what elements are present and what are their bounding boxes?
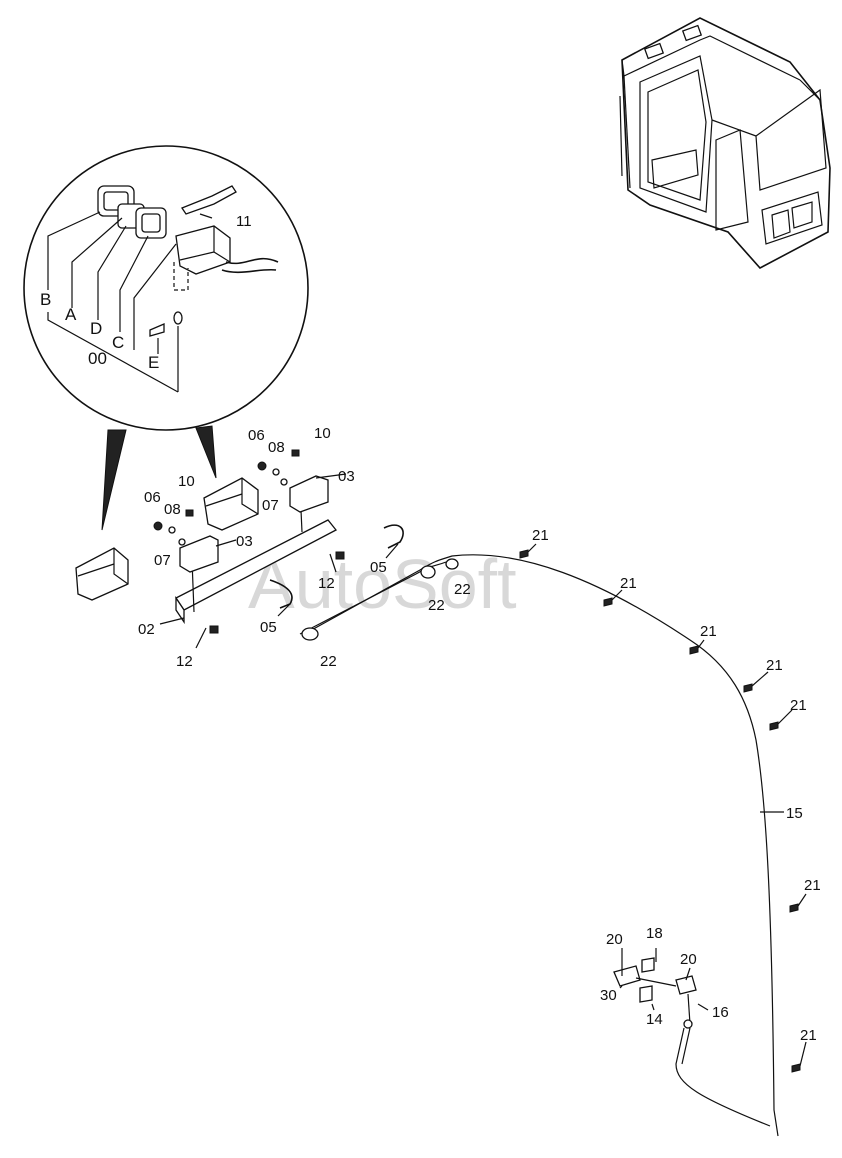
callout-22-b: 22	[454, 581, 471, 598]
callout-12-left: 12	[176, 653, 193, 670]
label-c: C	[112, 333, 124, 352]
callout-10-upper: 10	[314, 425, 331, 442]
label-a: A	[65, 305, 77, 324]
callout-16: 16	[712, 1004, 729, 1021]
callout-14: 14	[646, 1011, 663, 1028]
callout-21-a: 21	[532, 527, 549, 544]
harness-cable	[299, 543, 807, 1137]
callout-08-upper: 08	[268, 439, 285, 456]
callout-21-d: 21	[766, 657, 783, 674]
label-d: D	[90, 319, 102, 338]
callout-06-upper: 06	[248, 427, 265, 444]
callout-18: 18	[646, 925, 663, 942]
callout-10-lower: 10	[178, 473, 195, 490]
label-e: E	[148, 353, 159, 372]
callout-12-right: 12	[318, 575, 335, 592]
callout-21-g: 21	[800, 1027, 817, 1044]
callout-20-left: 20	[606, 931, 623, 948]
label-00: 00	[88, 349, 107, 368]
callout-30: 30	[600, 987, 617, 1004]
detail-circle	[23, 145, 309, 531]
callout-02: 02	[138, 621, 155, 638]
callout-20-right: 20	[680, 951, 697, 968]
callout-21-e: 21	[790, 697, 807, 714]
callout-06-lower: 06	[144, 489, 161, 506]
callout-05-left: 05	[260, 619, 277, 636]
callout-21-f: 21	[804, 877, 821, 894]
callout-21-c: 21	[700, 623, 717, 640]
callout-21-b: 21	[620, 575, 637, 592]
label-11: 11	[236, 213, 252, 230]
mounting-assembly	[75, 449, 404, 649]
callout-07-lower: 07	[154, 552, 171, 569]
cab-illustration	[619, 17, 831, 270]
callout-03-upper: 03	[338, 468, 355, 485]
callout-22-c: 22	[320, 653, 337, 670]
callout-07-upper: 07	[262, 497, 279, 514]
watermark: AutoSoft	[248, 545, 517, 623]
label-b: B	[40, 290, 51, 309]
callout-08-lower: 08	[164, 501, 181, 518]
callout-15: 15	[786, 805, 803, 822]
callout-05-right: 05	[370, 559, 387, 576]
callout-22-a: 22	[428, 597, 445, 614]
callout-03-lower: 03	[236, 533, 253, 550]
